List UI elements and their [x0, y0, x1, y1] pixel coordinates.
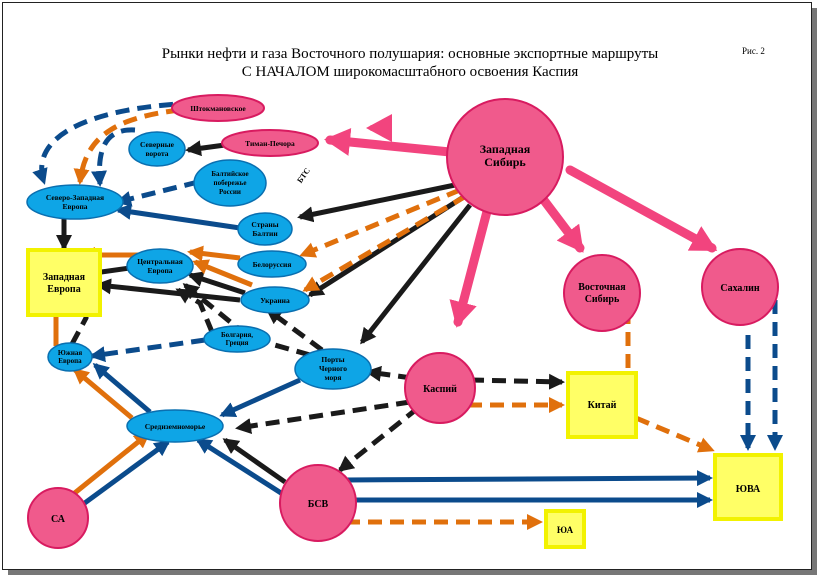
label-belarus: Белоруссия: [253, 260, 292, 269]
arrow-baltic-states-nwe: [115, 203, 241, 231]
arrow-wsib-sakhalin: [565, 165, 718, 253]
arrow-shtokman-nwe-navy: [32, 100, 196, 185]
arrow-kaspiy-bsv: [337, 406, 420, 472]
node-ukraine: [240, 286, 310, 314]
arrow-bulgaria-ce: [175, 287, 215, 333]
arrow-bsv-mediterranean-navy: [195, 437, 294, 503]
arrow-mediterranean-south-europe-orange: [72, 368, 134, 420]
box-yuva: [713, 453, 783, 521]
diagram-title: Рынки нефти и газа Восточного полушария:…: [80, 45, 740, 81]
label-mediterranean: Средиземноморье: [145, 422, 206, 431]
arrow-wsib-belarus-orange: [299, 187, 461, 258]
label-sa: СА: [51, 514, 66, 525]
bts-label: БТС: [295, 166, 312, 185]
arrow-ports-ce: [182, 283, 311, 358]
node-kaspiy: [404, 352, 476, 424]
arrow-shtokman-severnye-orange: [73, 107, 181, 185]
label-sakhalin: Сахалин: [720, 283, 760, 294]
node-nw-europe: [26, 184, 124, 220]
node-baltic-coast: [193, 159, 267, 207]
node-baltic-states: [237, 212, 293, 246]
arrow-bsv-yuva-upper: [345, 470, 713, 487]
arrow-bulgaria-south-europe: [89, 337, 206, 363]
node-mediterranean: [126, 409, 224, 443]
node-south-europe: [47, 342, 93, 372]
label-ukraine: Украина: [260, 296, 290, 305]
node-sakhalin: [701, 248, 779, 326]
label-china: Китай: [588, 400, 617, 411]
arrow-wsib-vsib: [535, 190, 585, 253]
arrow-kaspiy-mediterranean: [235, 399, 411, 434]
node-sa: [27, 487, 89, 549]
arrow-timan-severnye: [185, 140, 226, 157]
arrow-wsib-kaspiy: [449, 195, 495, 328]
label-bulgaria-greece: Болгария,Греция: [221, 331, 253, 347]
node-central-europe: [126, 248, 194, 284]
navy-pipelines: [32, 100, 783, 508]
arrow-ukraine-ce-orange: [192, 259, 253, 288]
label-yua: ЮА: [557, 525, 574, 535]
label-bsv: БСВ: [308, 499, 329, 510]
arrow-china-yuva-orange: [635, 415, 715, 453]
node-zapadnaya-sibir: [446, 98, 564, 216]
arrow-baltic-coast-nwe: [115, 179, 199, 207]
arrow-south-europe-western-europe: [69, 295, 94, 346]
frame-shadow-right: [812, 8, 817, 574]
arrow-bsv-mediterranean: [222, 437, 287, 485]
node-severnye-vorota: [128, 131, 186, 167]
label-zapadnaya-sibir-l1: Западная: [480, 142, 531, 156]
arrow-wsib-black-sea-ports: [360, 203, 472, 345]
arrow-sa-mediterranean: [80, 439, 171, 508]
label-kaspiy: Каспий: [423, 384, 457, 395]
producer-ellipses: Штокмановское Тиман-Печора: [171, 94, 319, 157]
arrow-ukraine-central-europe: [187, 271, 246, 296]
arrow-sa-mediterranean-orange: [64, 432, 151, 502]
box-yua: [544, 509, 586, 549]
box-china: [566, 371, 638, 439]
label-yuva: ЮВА: [736, 484, 761, 495]
arrow-ukraine-western-europe: [95, 278, 241, 303]
arrow-belarus-ce-orange: [187, 245, 241, 262]
arrow-severnye-nwe: [91, 127, 136, 187]
node-timan-pechora: [221, 129, 319, 157]
arrow-kaspiy-china: [469, 373, 565, 390]
title-line-2: С НАЧАЛОМ широкомасштабного освоения Кас…: [241, 64, 579, 80]
node-shtokman: [171, 94, 265, 122]
node-bsv: [279, 464, 357, 542]
arrow-wsib-ukraine-orange: [302, 193, 468, 293]
arrow-ports-ukraine: [265, 307, 324, 353]
box-western-europe: [26, 248, 102, 317]
node-belarus: [237, 250, 307, 278]
arrow-wsib-timan: [324, 128, 455, 157]
node-vostochnaya-sibir: [563, 254, 641, 332]
arrow-kaspiy-black-sea-ports: [365, 365, 413, 382]
node-black-sea-ports: [294, 348, 372, 390]
label-zapadnaya-sibir-l2: Сибирь: [484, 155, 526, 169]
node-bulgaria-greece: [203, 325, 271, 353]
arrow-wsib-baltic-states: [297, 182, 456, 223]
frame-shadow-bottom: [8, 570, 817, 575]
title-line-1: Рынки нефти и газа Восточного полушария:…: [161, 46, 659, 62]
arrow-ports-mediterranean: [219, 377, 302, 418]
label-timan-pechora: Тиман-Печора: [245, 139, 295, 148]
arrow-mediterranean-south-europe: [92, 363, 152, 414]
label-shtokman: Штокмановское: [190, 104, 246, 113]
figure-number: Рис. 2: [742, 46, 765, 56]
pink-export-arrows: [324, 114, 718, 328]
